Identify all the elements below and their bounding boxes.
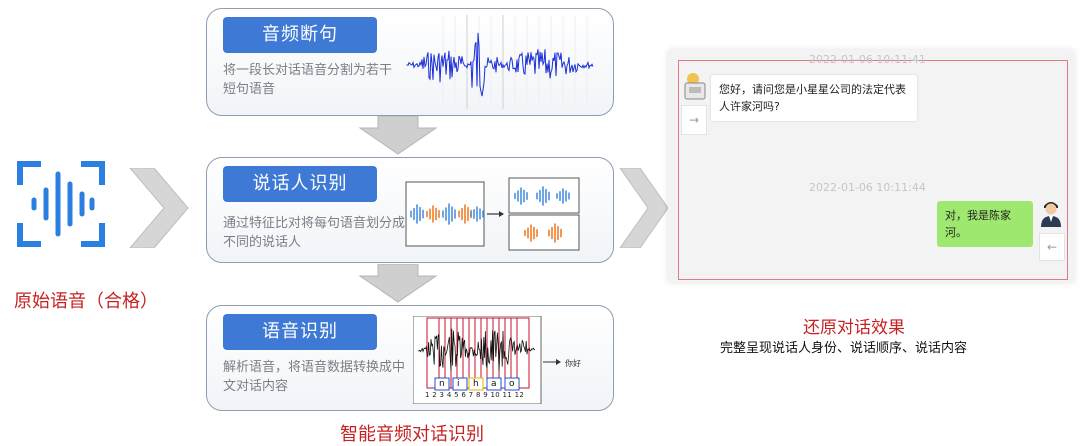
- arrow-down-icon: [356, 116, 440, 160]
- step-title: 说话人识别: [223, 166, 377, 202]
- step-title: 语音识别: [223, 314, 377, 350]
- chevron-right-icon: [618, 168, 670, 252]
- chat-message-incoming: 您好，请问您是小星星公司的法定代表人许家河吗?: [711, 75, 917, 121]
- person-avatar-icon: [1039, 199, 1063, 227]
- segmented-waveform-illustration: [403, 13, 599, 111]
- chat-window: 2022-01-06 10:11:41 → 您好，请问您是小星星公司的法定代表人…: [678, 60, 1068, 280]
- source-voice-label: 原始语音（合格）: [14, 287, 174, 313]
- step-speech-recognition: 语音识别 解析语音，将语音数据转换成中文对话内容 1 2 3 4 5 6 7 8…: [206, 305, 614, 411]
- speaker-clustering-illustration: [405, 176, 581, 252]
- step-description: 解析语音，将语音数据转换成中文对话内容: [223, 358, 408, 396]
- pipeline-caption: 智能音频对话识别: [340, 420, 484, 446]
- side-panel: →: [681, 105, 707, 135]
- chevron-right-icon: [128, 168, 190, 252]
- chat-timestamp: 2022-01-06 10:11:41: [809, 53, 926, 66]
- result-subtitle: 完整呈现说话人身份、说话顺序、说话内容: [720, 337, 967, 356]
- step-description: 将一段长对话语音分割为若干短句语音: [223, 61, 401, 99]
- result-title: 还原对话效果: [803, 313, 905, 338]
- phoneme-letter: i: [457, 378, 460, 390]
- step-title: 音频断句: [223, 17, 377, 53]
- step-audio-segmentation: 音频断句 将一段长对话语音分割为若干短句语音: [206, 8, 614, 116]
- step-description: 通过特征比对将每句语音划分成不同的说话人: [223, 214, 413, 252]
- phoneme-letter: n: [439, 378, 445, 390]
- phoneme-letter: a: [491, 378, 497, 390]
- arrow-down-icon: [356, 264, 440, 308]
- step-speaker-recognition: 说话人识别 通过特征比对将每句语音划分成不同的说话人: [206, 157, 614, 263]
- chat-message-outgoing: 对，我是陈家河。: [937, 201, 1033, 247]
- chat-timestamp: 2022-01-06 10:11:44: [809, 181, 926, 194]
- operator-avatar-icon: [683, 71, 707, 101]
- phoneme-letter: h: [473, 378, 479, 390]
- phoneme-letter: o: [509, 378, 515, 390]
- source-voice-icon: [16, 160, 106, 248]
- side-panel: ←: [1039, 233, 1065, 261]
